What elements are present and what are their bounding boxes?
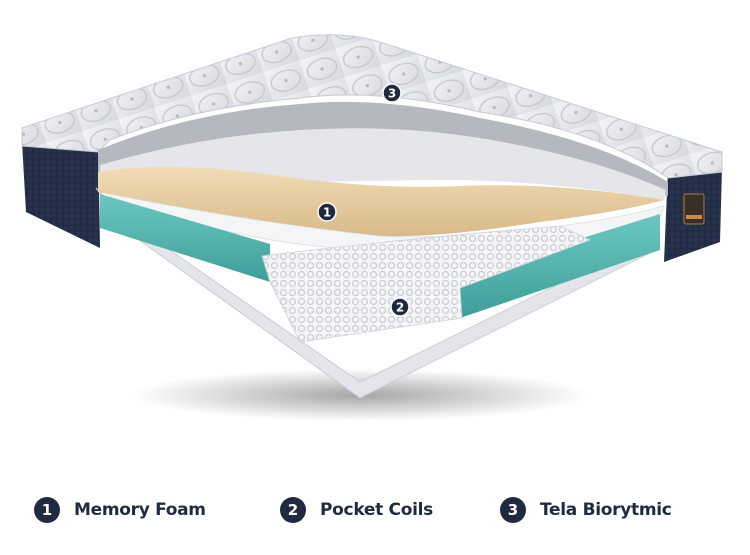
left-side-panel xyxy=(22,132,100,248)
legend-number-badge: 2 xyxy=(280,497,306,523)
legend-item-tela-biorytmic: 3 Tela Biorytmic xyxy=(500,486,672,534)
marker-1: 1 xyxy=(317,202,337,222)
legend-item-pocket-coils: 2 Pocket Coils xyxy=(280,486,433,534)
quilted-top-cover xyxy=(21,34,723,179)
marker-3: 3 xyxy=(382,83,402,103)
brand-badge-icon xyxy=(683,193,705,225)
svg-text:1: 1 xyxy=(323,206,331,220)
edge-support-right xyxy=(460,214,660,318)
marker-2: 2 xyxy=(390,297,410,317)
legend-number-badge: 3 xyxy=(500,497,526,523)
layers-legend: 1 Memory Foam 2 Pocket Coils 3 Tela Bior… xyxy=(0,486,750,534)
pocket-coils-layer xyxy=(261,225,592,343)
legend-label: Pocket Coils xyxy=(320,500,433,520)
mattress-illustration: 3 1 2 xyxy=(21,34,723,421)
legend-number-badge: 1 xyxy=(34,497,60,523)
svg-text:3: 3 xyxy=(388,87,396,101)
legend-item-memory-foam: 1 Memory Foam xyxy=(34,486,206,534)
legend-label: Memory Foam xyxy=(74,500,206,520)
svg-text:2: 2 xyxy=(396,301,404,315)
legend-label: Tela Biorytmic xyxy=(540,500,672,520)
edge-support-left xyxy=(100,194,270,282)
